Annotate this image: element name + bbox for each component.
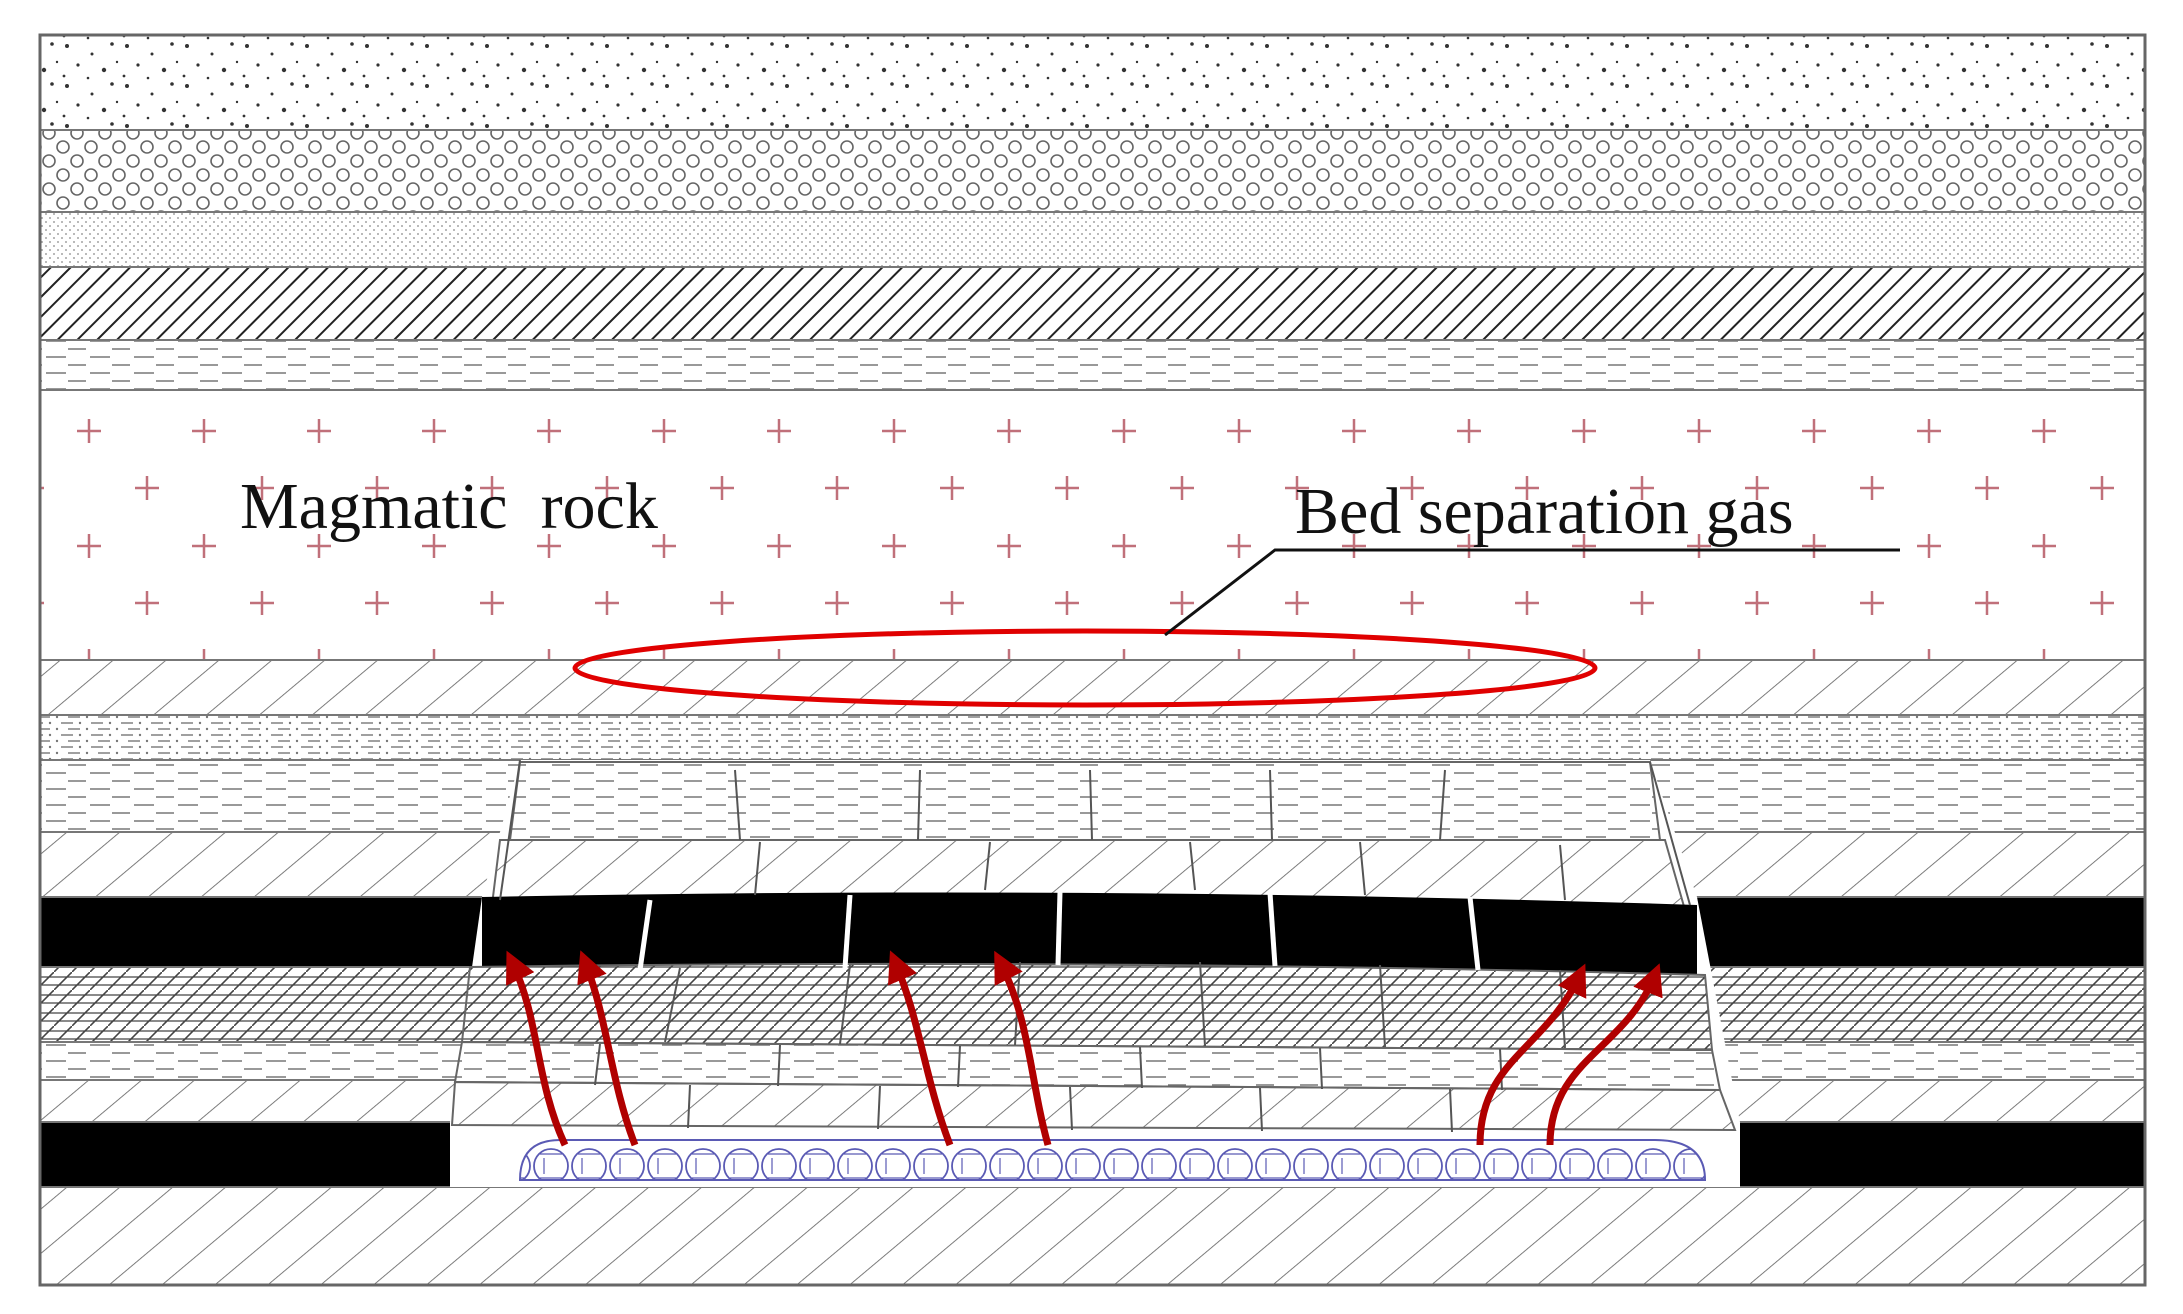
gas-arrow-6 [1546,963,1663,1146]
gas-migration-arrows [506,950,1663,1147]
label-bed-separation-gas: Bed separation gas [1295,475,1794,548]
bed-separation-leader [1164,548,1900,637]
caved-zone [450,759,1740,1187]
layer-fine-sandstone [40,212,2145,267]
layer-hatched-floor [40,1187,2145,1285]
gas-arrow-1 [506,950,569,1147]
gas-arrow-2 [577,950,639,1147]
gas-arrow-5 [1476,963,1587,1146]
layer-dense-hatch [40,267,2145,340]
lower-coal-seam-left [40,1122,450,1187]
layer-conglomerate [40,130,2145,212]
layer-magmatic-rock [40,390,2145,660]
lower-coal-seam-right [1740,1122,2145,1187]
layer-dotted-sandstone [40,35,2145,130]
gas-arrow-4 [994,950,1052,1146]
layer-dotdash-shale [40,715,2145,760]
upper-coal-seam-right [1697,897,2145,967]
gas-arrow-3 [888,950,954,1147]
bed-separation-ellipse [572,628,1598,708]
label-magmatic-rock: Magmatic rock [240,470,658,543]
upper-coal-seam-left [40,897,482,967]
figure-border [38,33,2147,1287]
layer-dashed-mudstone-top [40,340,2145,390]
